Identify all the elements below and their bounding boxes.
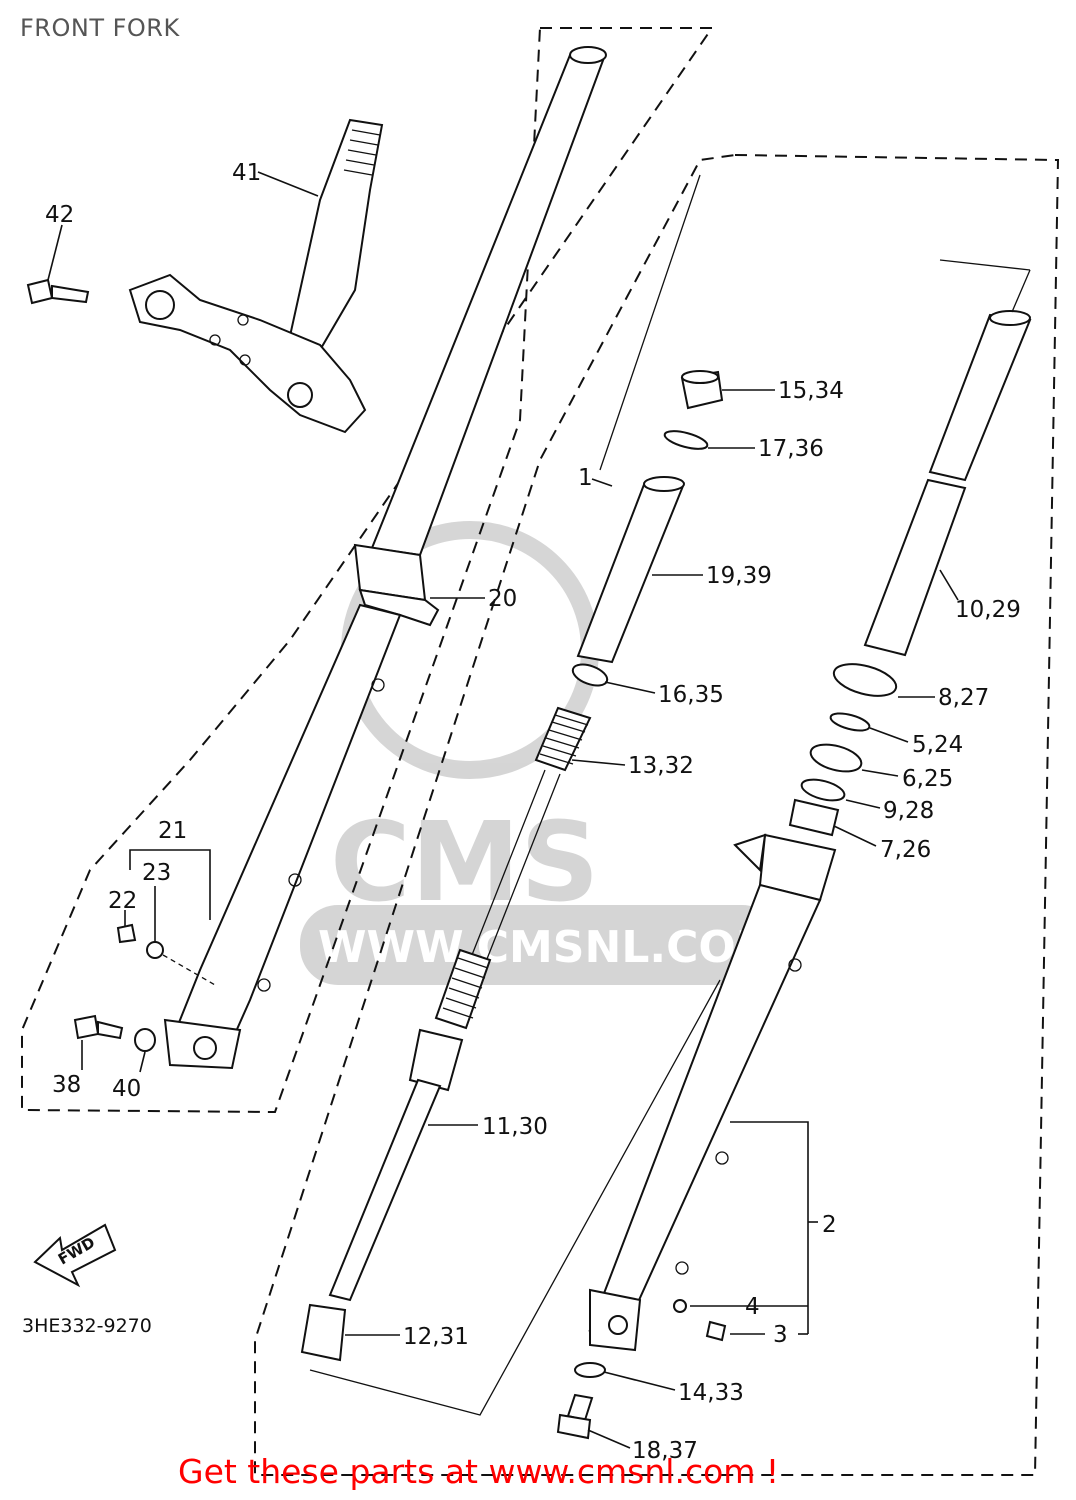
drawing-code: 3HE332-9270	[22, 1315, 152, 1337]
callout-19-39: 19,39	[706, 563, 772, 589]
cta-link[interactable]: Get these parts at www.cmsnl.com !	[178, 1452, 780, 1491]
callout-14-33: 14,33	[678, 1380, 744, 1406]
watermark-logo: CMS WWW.CMSNL.COM	[300, 521, 780, 985]
spring-seat	[571, 663, 609, 687]
damper-group-boundary	[309, 979, 721, 1416]
watermark-url: WWW.CMSNL.COM	[318, 922, 780, 973]
pinch-bolt	[26, 278, 90, 305]
damper-bolt	[556, 1393, 594, 1440]
callout-9-28: 9,28	[883, 798, 934, 824]
outer-fork-tube	[163, 46, 607, 1070]
callout-4: 4	[745, 1294, 760, 1320]
inner-fork-tube	[863, 259, 1032, 657]
callout-12-31: 12,31	[403, 1324, 469, 1350]
cartridge-group-boundary	[599, 174, 701, 471]
inner-tube-group-boundary	[254, 154, 1060, 1476]
callout-11-30: 11,30	[482, 1114, 548, 1140]
retaining-clip	[829, 712, 871, 732]
lower-fork-leg	[588, 833, 837, 1352]
callout-38: 38	[52, 1072, 81, 1098]
callout-5-24: 5,24	[912, 732, 963, 758]
callout-6-25: 6,25	[902, 766, 953, 792]
leader-lines	[47, 171, 959, 1449]
fork-spring	[434, 706, 592, 1030]
oil-lock-piece	[300, 1303, 347, 1362]
callout-41: 41	[232, 160, 261, 186]
steering-stem	[286, 118, 384, 352]
copper-washer	[574, 1362, 606, 1378]
callout-8-27: 8,27	[938, 685, 989, 711]
callout-3: 3	[773, 1322, 788, 1348]
callout-42: 42	[45, 202, 74, 228]
callout-17-36: 17,36	[758, 436, 824, 462]
drain-screw-set	[116, 923, 216, 986]
watermark-brand: CMS	[330, 798, 599, 926]
callout-15-34: 15,34	[778, 378, 844, 404]
callout-10-29: 10,29	[955, 597, 1021, 623]
seal-washer	[800, 778, 846, 802]
callout-18-37: 18,37	[632, 1438, 698, 1464]
callout-40: 40	[112, 1076, 141, 1102]
callout-20: 20	[488, 586, 517, 612]
o-ring	[663, 430, 709, 450]
callout-1: 1	[578, 465, 593, 491]
spacer-tube	[576, 476, 685, 664]
damper-rod	[328, 1028, 464, 1302]
callout-23: 23	[142, 860, 171, 886]
forward-arrow-icon: FWD	[33, 1223, 117, 1288]
under-bracket	[128, 273, 367, 434]
page-title: FRONT FORK	[20, 14, 180, 42]
washer	[673, 1299, 687, 1313]
slide-metal	[788, 798, 840, 837]
callout-7-26: 7,26	[880, 837, 931, 863]
oil-seal	[809, 743, 863, 773]
bolt	[705, 1320, 727, 1342]
callout-22: 22	[108, 888, 137, 914]
callout-13-32: 13,32	[628, 753, 694, 779]
cap-bolt	[680, 370, 724, 410]
dust-seal	[832, 663, 898, 697]
callout-21: 21	[158, 818, 187, 844]
callout-2: 2	[822, 1212, 837, 1238]
axle-bolt-set	[73, 1014, 156, 1052]
callout-16-35: 16,35	[658, 682, 724, 708]
